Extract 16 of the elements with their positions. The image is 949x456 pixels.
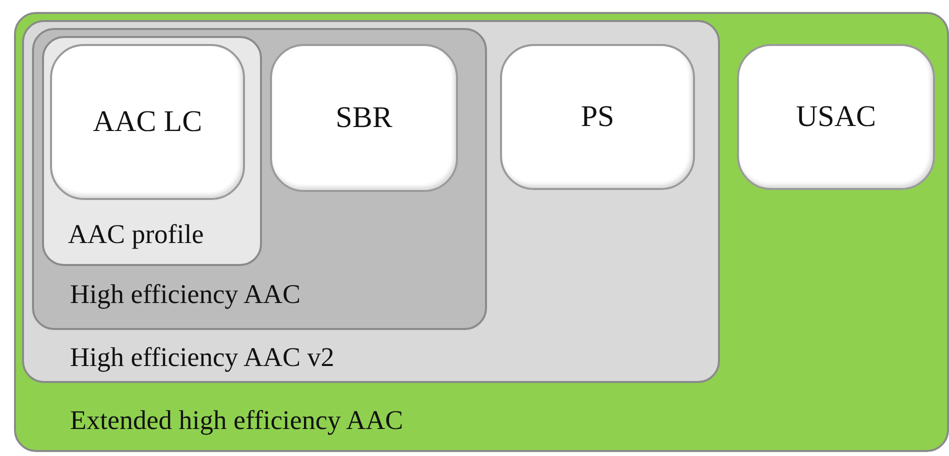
component-box (270, 44, 458, 192)
profile-label: High efficiency AAC v2 (70, 343, 334, 373)
profile-region (14, 12, 949, 452)
component-label: USAC (796, 100, 876, 134)
component-box (737, 44, 935, 190)
profile-region (32, 28, 487, 330)
profile-label: AAC profile (68, 220, 204, 250)
component-label: AAC LC (92, 105, 202, 139)
component-label: PS (580, 100, 614, 134)
component-label: SBR (336, 101, 392, 135)
profile-region (22, 20, 720, 383)
component-box (500, 44, 695, 190)
profile-label: High efficiency AAC (70, 280, 300, 310)
component-box (50, 44, 245, 200)
profile-label: Extended high efficiency AAC (70, 406, 404, 436)
profile-region (42, 36, 262, 266)
